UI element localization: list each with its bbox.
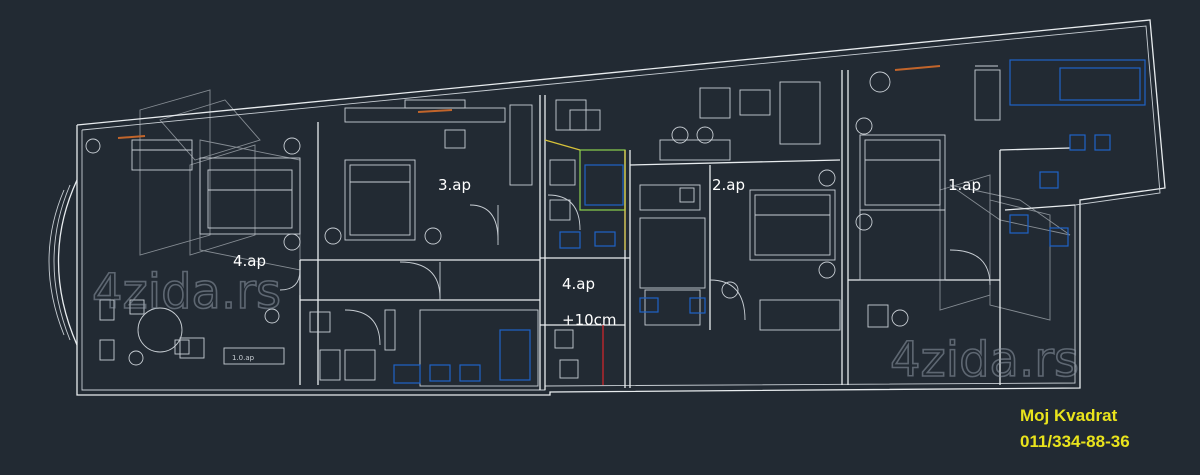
brand-name: Moj Kvadrat — [1020, 406, 1118, 425]
watermark-logo-right — [939, 174, 1071, 321]
watermark-right: 4zida.rs — [890, 332, 1079, 388]
apartment-3-bathroom-outline — [544, 139, 626, 250]
apartment-2-bathroom — [639, 297, 706, 314]
interior-walls — [299, 70, 1076, 390]
label-apartment-3: 3.ap — [438, 176, 471, 194]
apartment-4-left-furniture — [85, 137, 301, 366]
apartment-1-bathroom — [1009, 59, 1146, 247]
brand-phone: 011/334-88-36 — [1020, 432, 1130, 451]
building-outline — [48, 19, 1166, 396]
label-apartment-1: 1.ap — [948, 176, 981, 194]
label-height-note: +10cm — [562, 311, 617, 329]
radiator-1ap — [894, 65, 941, 71]
apartment-1-furniture — [855, 65, 1001, 328]
radiator-3ap — [417, 109, 453, 113]
label-apartment-2: 2.ap — [712, 176, 745, 194]
label-apartment-4-center: 4.ap — [562, 275, 595, 293]
radiator-4ap — [117, 135, 146, 139]
apartment-2-furniture — [639, 169, 841, 331]
apartment-3-bathroom — [393, 164, 624, 384]
watermark-left: 4zida.rs — [92, 264, 281, 320]
label-apartment-4-left: 4.ap — [233, 252, 266, 270]
apartment-4-center-furniture — [547, 81, 821, 379]
label-tv-left: 1.0.ap — [232, 354, 255, 362]
apartment-3-furniture — [309, 99, 539, 387]
